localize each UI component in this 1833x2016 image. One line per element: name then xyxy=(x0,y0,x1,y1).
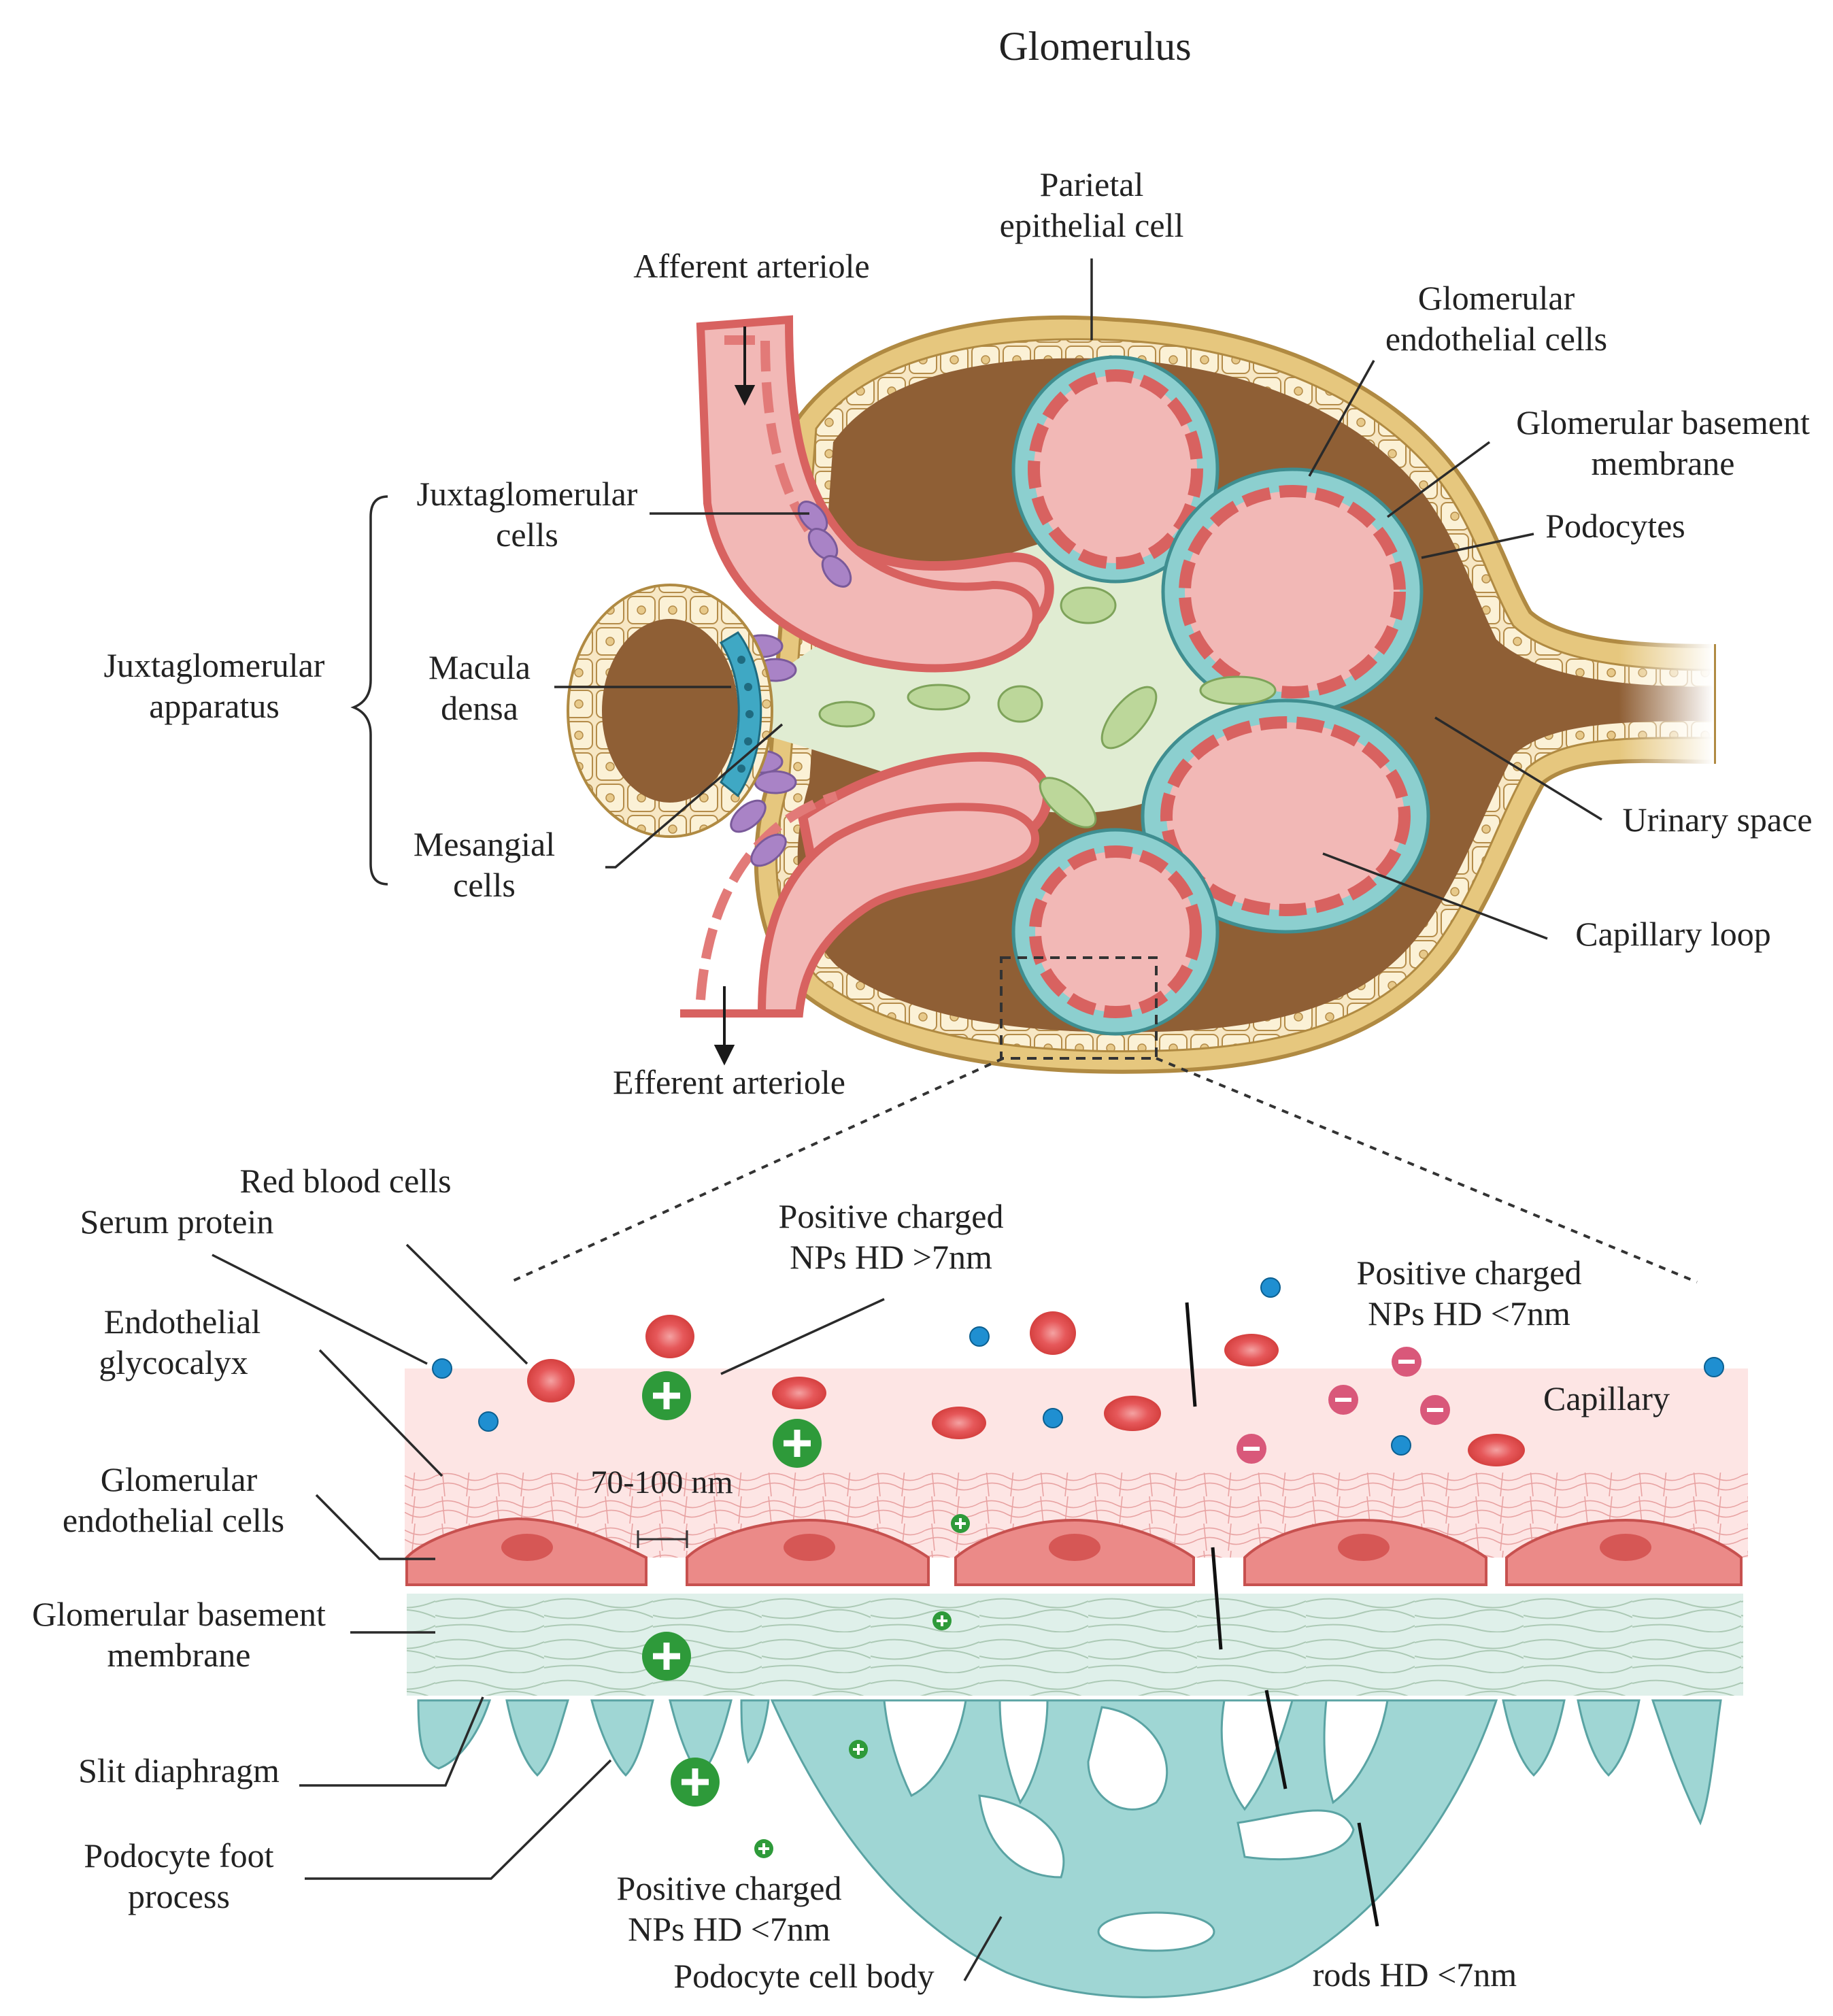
nanorods xyxy=(1185,1302,1379,1927)
label-macula-2: densa xyxy=(441,689,518,727)
red-blood-cells xyxy=(527,1311,1525,1466)
label-urinary: Urinary space xyxy=(1622,801,1812,839)
label-pos-gt7-1: Positive charged xyxy=(779,1197,1004,1235)
label-glom-endo-2: endothelial cells xyxy=(1385,320,1607,358)
efferent-arteriole xyxy=(680,791,1039,1018)
label-rbc: Red blood cells xyxy=(239,1162,451,1200)
label-jg-cells-2: cells xyxy=(496,516,558,554)
label-foot-1: Podocyte foot xyxy=(84,1836,273,1875)
label-parietal-2: epithelial cell xyxy=(1000,206,1184,244)
detail-labels: Red blood cells Serum protein Positive c… xyxy=(32,1162,1670,1995)
label-mesangial-1: Mesangial xyxy=(414,825,555,863)
label-capillary-loop: Capillary loop xyxy=(1575,915,1770,953)
positive-nps-small xyxy=(754,1514,970,1858)
label-cell-body: Podocyte cell body xyxy=(673,1957,934,1995)
label-jg-app-2: apparatus xyxy=(149,687,280,725)
label-jg-app-1: Juxtaglomerular xyxy=(104,646,325,684)
label-gbm-1: Glomerular basement xyxy=(1516,403,1810,441)
label-afferent: Afferent arteriole xyxy=(633,247,870,285)
mesangial-cells xyxy=(818,586,1277,828)
label-endo-1: Glomerular xyxy=(101,1460,258,1498)
label-podocytes: Podocytes xyxy=(1545,507,1685,545)
label-serum-protein: Serum protein xyxy=(80,1203,274,1241)
page-title: Glomerulus xyxy=(998,24,1191,69)
label-gbm-2: membrane xyxy=(1591,444,1734,482)
label-slit: Slit diaphragm xyxy=(78,1751,280,1790)
label-mesangial-2: cells xyxy=(453,866,516,904)
glomerulus-labels: Parietal epithelial cell Afferent arteri… xyxy=(104,165,1813,1101)
label-capillary: Capillary xyxy=(1543,1379,1670,1417)
label-pos-lt7-bottom-2: NPs HD <7nm xyxy=(628,1910,830,1948)
negative-nps xyxy=(1237,1347,1450,1464)
jg-apparatus-brace xyxy=(350,495,388,886)
label-parietal-1: Parietal xyxy=(1040,165,1144,203)
flow-arrows xyxy=(713,326,756,1066)
label-endo-2: endothelial cells xyxy=(63,1501,284,1539)
label-glom-endo-1: Glomerular xyxy=(1418,279,1575,317)
podocyte xyxy=(417,1699,1722,1998)
label-glycocalyx-1: Endothelial xyxy=(104,1303,261,1341)
label-foot-2: process xyxy=(128,1877,230,1915)
zoom-lines xyxy=(509,1057,1698,1283)
label-pos-lt7-top-2: NPs HD <7nm xyxy=(1368,1294,1570,1332)
label-pos-lt7-bottom-1: Positive charged xyxy=(617,1869,842,1907)
label-macula-1: Macula xyxy=(428,648,531,686)
zoom-box xyxy=(1000,956,1158,1060)
gap-scale-bar xyxy=(637,1530,688,1548)
filtration-barrier xyxy=(405,1277,1748,1998)
distal-tubule xyxy=(567,584,773,838)
positive-nps-large xyxy=(642,1371,822,1807)
label-glycocalyx-2: glycocalyx xyxy=(99,1343,248,1381)
serum-proteins xyxy=(432,1277,1724,1456)
podocyte-holes xyxy=(883,1699,1389,1952)
label-pos-lt7-top-1: Positive charged xyxy=(1357,1254,1582,1292)
label-gap: 70-100 nm xyxy=(590,1464,733,1500)
label-jg-cells-1: Juxtaglomerular xyxy=(417,475,638,513)
endothelial-cells xyxy=(405,1517,1743,1586)
glomerulus-illustration xyxy=(567,315,1716,1074)
label-gbm-1b: Glomerular basement xyxy=(32,1595,326,1633)
podocyte-cell-body xyxy=(770,1699,1498,1998)
macula-densa xyxy=(719,631,762,798)
label-rods: rods HD <7nm xyxy=(1313,1955,1517,1994)
label-pos-gt7-2: NPs HD >7nm xyxy=(790,1238,992,1276)
label-efferent: Efferent arteriole xyxy=(613,1063,845,1101)
label-gbm-2b: membrane xyxy=(107,1636,250,1674)
